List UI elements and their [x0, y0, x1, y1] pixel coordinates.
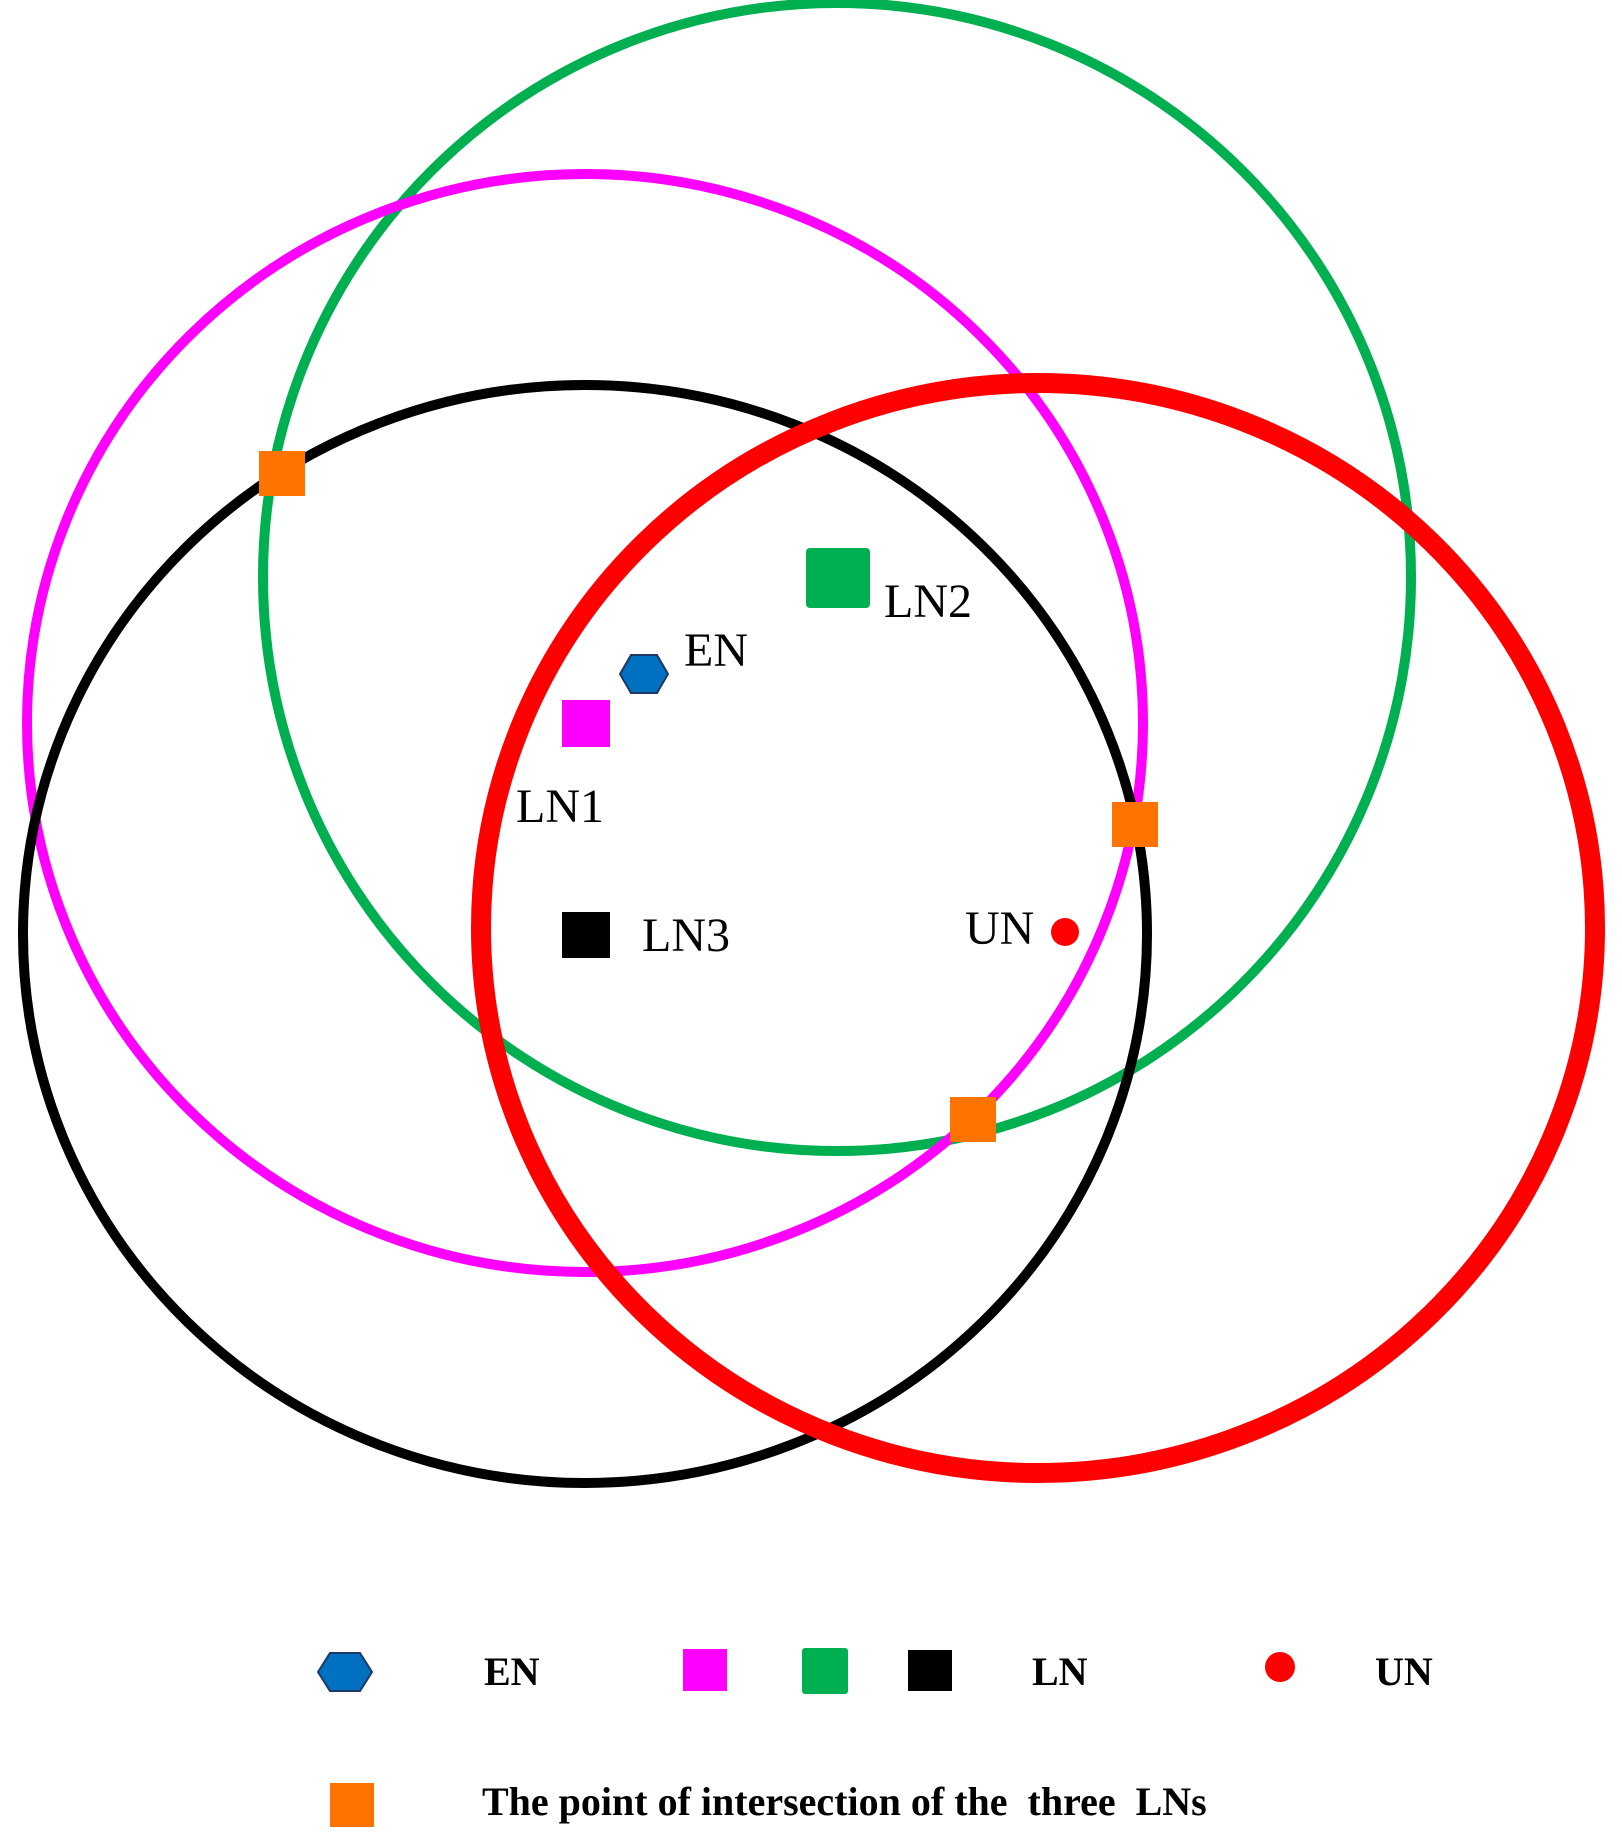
intersection-point-2: [1112, 802, 1158, 847]
un-range-circle: [471, 373, 1605, 1483]
ln2-node: [806, 548, 870, 608]
legend: EN LN UN The point of intersection of th…: [316, 1648, 1433, 1827]
intersection-point-3: [950, 1097, 996, 1142]
ln3-label: LN3: [642, 909, 730, 962]
legend-en-hexagon-icon: [316, 1652, 374, 1692]
ln3-node: [562, 912, 610, 958]
un-node: [1051, 918, 1079, 946]
legend-intersection-label: The point of intersection of the three L…: [482, 1779, 1207, 1824]
un-label: UN: [965, 902, 1034, 955]
legend-un-dot-icon: [1265, 1652, 1295, 1682]
ln3-range-circle: [18, 380, 1152, 1488]
legend-ln3-square-icon: [908, 1650, 952, 1691]
ln1-node: [562, 700, 610, 747]
ln2-label: LN2: [884, 575, 972, 628]
ln1-range-circle: [22, 169, 1148, 1277]
legend-un-label: UN: [1375, 1649, 1433, 1694]
legend-en-label: EN: [484, 1649, 540, 1694]
en-node-hexagon: [618, 654, 670, 694]
legend-ln2-square-icon: [802, 1648, 848, 1694]
legend-ln1-square-icon: [683, 1649, 727, 1691]
legend-intersection-square-icon: [330, 1783, 374, 1827]
ln1-label: LN1: [516, 780, 604, 833]
en-label: EN: [684, 624, 748, 677]
ln2-range-circle: [258, 0, 1416, 1156]
legend-ln-label: LN: [1032, 1649, 1088, 1694]
intersection-point-1: [259, 451, 305, 496]
